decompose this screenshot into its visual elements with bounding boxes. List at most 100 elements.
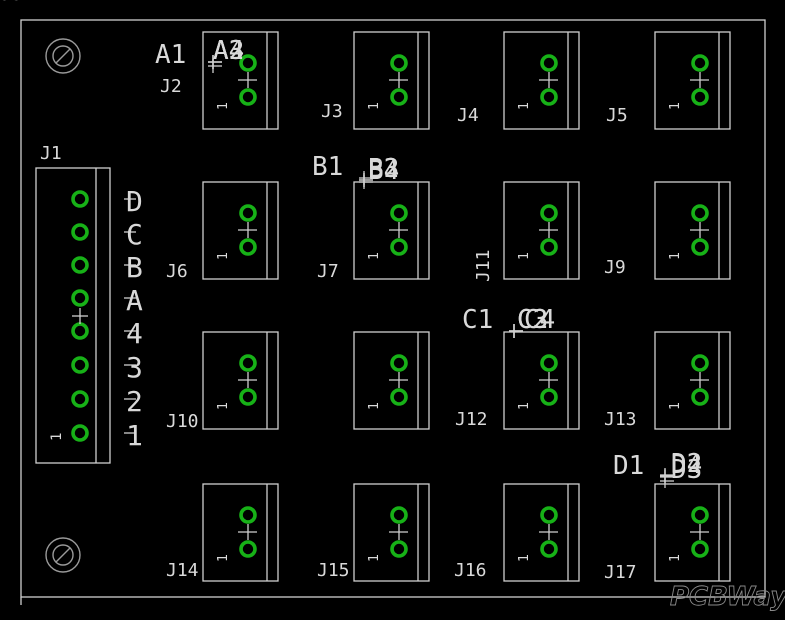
connector-ref: J13 — [604, 409, 637, 430]
connector-pin1-mark: 1 — [668, 252, 683, 260]
connector-body — [202, 181, 279, 280]
connector-body — [202, 483, 279, 582]
connector-ref: J7 — [317, 261, 339, 282]
connector-pin1-mark: 1 — [668, 102, 683, 110]
main-connector-pin1-mark: 1 — [49, 433, 65, 441]
connector-body — [654, 331, 731, 430]
connector-label: C2 — [517, 305, 548, 335]
connector-label: C3 — [517, 305, 548, 335]
connector-body — [503, 31, 580, 130]
connector-ref: J9 — [604, 257, 626, 278]
connector-label: D4 — [671, 450, 702, 480]
main-connector-pin-label: B — [126, 251, 143, 284]
main-connector-pad — [71, 390, 89, 408]
connector-pad — [239, 54, 257, 72]
connector-pad — [540, 540, 558, 558]
connector-label: D1 — [613, 451, 644, 481]
connector-body — [353, 181, 430, 280]
connector-pad — [390, 204, 408, 222]
main-connector-pin-label: 2 — [126, 385, 143, 418]
connector-ref: J15 — [317, 560, 350, 581]
connector-ref: J8 — [0, 0, 22, 5]
connector-pad — [390, 54, 408, 72]
connector-label: A4 — [213, 36, 244, 66]
connector-label: A2 — [213, 36, 244, 66]
main-connector-pad — [71, 322, 89, 340]
connector-label: A1 — [155, 40, 186, 70]
connector-body — [353, 331, 430, 430]
main-connector-ref: J1 — [40, 143, 62, 164]
connector-ref: J4 — [457, 105, 479, 126]
connector-pad — [691, 540, 709, 558]
connector-pad — [390, 88, 408, 106]
main-connector-pin-label: C — [126, 218, 143, 251]
main-connector-body — [35, 167, 111, 464]
connector-pad — [540, 506, 558, 524]
main-connector-pad — [71, 256, 89, 274]
main-connector-pin-label: 4 — [126, 317, 143, 350]
connector-label: B4 — [368, 156, 399, 186]
connector-pin1-mark: 1 — [367, 102, 382, 110]
connector-grid: 1A1J21A2J31A3J41A4J51B1J61B2J71B3J81B4J9… — [0, 0, 731, 583]
connector-body — [654, 483, 731, 582]
connector-pad — [691, 54, 709, 72]
main-connector-pad — [71, 190, 89, 208]
connector-pad — [390, 238, 408, 256]
connector-pad — [390, 540, 408, 558]
connector-label: B1 — [312, 152, 343, 182]
connector-ref: J12 — [455, 409, 488, 430]
connector-pad — [540, 238, 558, 256]
connector-label: D3 — [671, 455, 702, 485]
connector-label: C4 — [524, 305, 555, 335]
connector-pin1-mark: 1 — [367, 252, 382, 260]
connector-pin1-mark: 1 — [216, 102, 231, 110]
connector-ref: J11 — [473, 249, 494, 282]
main-connector-pin-label: 3 — [126, 351, 143, 384]
connector-body — [202, 331, 279, 430]
main-connector-pad — [71, 356, 89, 374]
connector-body — [654, 181, 731, 280]
connector-pad — [390, 354, 408, 372]
connector-pad — [691, 506, 709, 524]
connector-pin1-mark: 1 — [517, 402, 532, 410]
connector-pad — [239, 88, 257, 106]
main-connector-pad — [71, 424, 89, 442]
connector-pad — [239, 354, 257, 372]
connector-pad — [239, 506, 257, 524]
connector-j8: 1B3J8 — [0, 0, 430, 430]
connector-pad — [540, 388, 558, 406]
connector-body — [202, 31, 279, 130]
connector-pad — [691, 88, 709, 106]
connector-ref: J14 — [166, 560, 199, 581]
connector-pin1-mark: 1 — [668, 402, 683, 410]
connector-pad — [540, 354, 558, 372]
main-connector-pad — [71, 289, 89, 307]
connector-pad — [540, 204, 558, 222]
connector-label: C1 — [462, 305, 493, 335]
mounting-hole-bottom — [45, 537, 81, 573]
main-connector-pin-label: 1 — [126, 419, 143, 452]
connector-label: B3 — [368, 154, 399, 184]
connector-pad — [691, 354, 709, 372]
connector-ref: J5 — [606, 105, 628, 126]
connector-pin1-mark: 1 — [216, 554, 231, 562]
connector-body — [353, 483, 430, 582]
connector-pin1-mark: 1 — [517, 102, 532, 110]
connector-pin1-mark: 1 — [367, 402, 382, 410]
main-connector-pin-label: D — [126, 185, 143, 218]
connector-pad — [540, 88, 558, 106]
connector-ref: J17 — [604, 562, 637, 583]
